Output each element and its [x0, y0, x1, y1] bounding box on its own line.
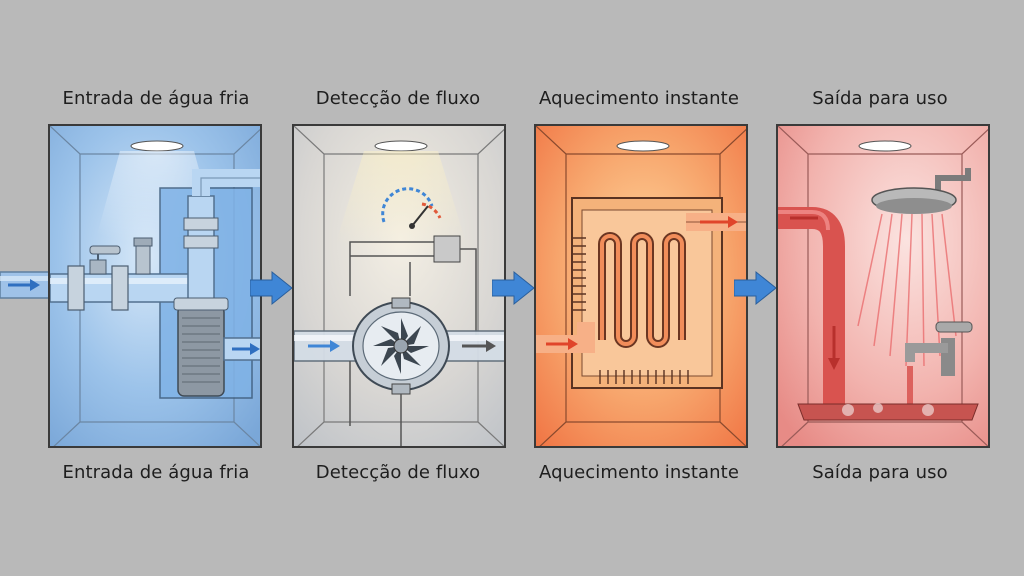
step-4-caption: Saída para uso	[812, 462, 948, 483]
step-1-caption: Entrada de água fria	[62, 462, 250, 483]
step-3-title: Aquecimento instante	[538, 88, 740, 109]
step-1-title: Entrada de água fria	[62, 88, 250, 109]
panel-cold-inlet	[48, 124, 262, 448]
step-2-caption: Detecção de fluxo	[315, 462, 481, 483]
step-3-caption: Aquecimento instante	[538, 462, 740, 483]
panel-outlet-use	[776, 124, 990, 448]
step-4-title: Saída para uso	[812, 88, 948, 109]
flow-arrow-3-icon	[734, 270, 777, 306]
step-2-title: Detecção de fluxo	[315, 88, 481, 109]
panel-flow-detection	[292, 124, 506, 448]
inlet-pipe	[0, 271, 52, 299]
flow-arrow-2-icon	[492, 270, 535, 306]
flow-arrow-1-icon	[250, 270, 293, 306]
panel-instant-heating	[534, 124, 748, 448]
